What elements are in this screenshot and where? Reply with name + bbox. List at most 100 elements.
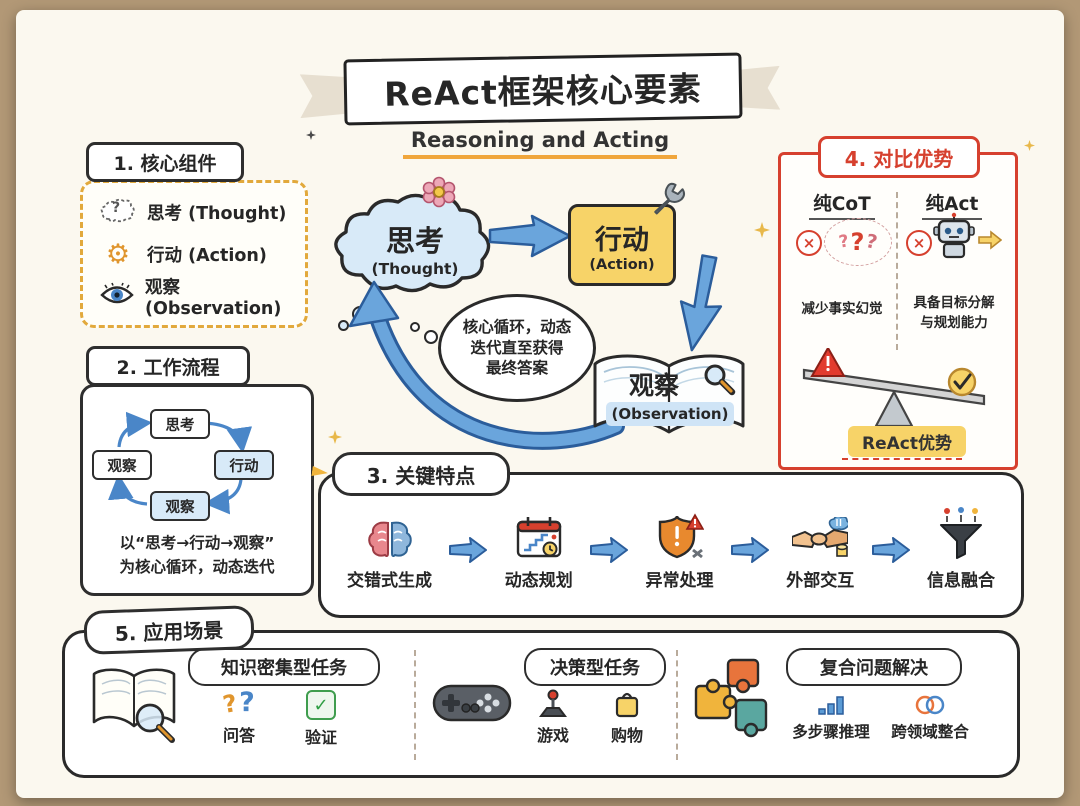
feature-exception: 异常处理: [646, 503, 714, 591]
decoration-star: [1024, 140, 1035, 151]
cycle-node-observe: 观察: [150, 491, 210, 521]
observation-node-label: 观察: [628, 371, 679, 400]
scenarios-divider: [676, 650, 678, 760]
section3-heading-text: 3. 关键特点: [366, 463, 476, 488]
section4-heading-text: 4. 对比优势: [844, 146, 954, 171]
qa-glyph: ?: [239, 687, 255, 718]
question-marks-icon: ? ? ?: [824, 218, 892, 266]
page-title: ReAct框架核心要素: [343, 52, 743, 126]
thought-node-label: 思考: [385, 224, 444, 258]
workflow-caption-line2: 为核心循环，动态迭代: [119, 558, 275, 577]
feature-label: 外部交互: [786, 571, 855, 591]
cycle-node-observe2-label: 观察: [107, 458, 137, 475]
section2-heading-text: 2. 工作流程: [116, 356, 220, 379]
feature-planning: 动态规划: [505, 503, 573, 591]
qa-glyph: ?: [220, 689, 240, 719]
scenario-item-label: 验证: [304, 728, 337, 747]
overlap-circles-icon: [915, 695, 945, 715]
question-marks-icon: ? ?: [220, 687, 255, 719]
act-title-text: 纯Act: [921, 190, 983, 220]
feature-label: 信息融合: [927, 571, 995, 591]
thought-cloud-shape: [334, 193, 491, 293]
small-arrow-right-icon: [978, 230, 1002, 250]
cycle-node-observe-label: 观察: [165, 499, 195, 516]
handshake-icon: [792, 517, 849, 557]
check-circle-icon: [947, 367, 977, 397]
bubble-tail: [410, 322, 420, 332]
scenario-item-label: 游戏: [536, 726, 569, 745]
feature-arrow-icon: [730, 537, 769, 563]
component-thought: ? 思考 (Thought): [87, 191, 301, 233]
steps-icon: [818, 696, 844, 715]
section5-heading-text: 5. 应用场景: [114, 617, 224, 646]
check-icon: ✓: [306, 690, 336, 720]
components-panel: ? 思考 (Thought) ⚙ 行动 (Action) 观察 (Observa…: [80, 180, 308, 328]
scenario-group2-title: 决策型任务: [524, 648, 666, 686]
robot-icon: [933, 212, 975, 259]
thought-cloud-icon: ?: [99, 198, 137, 226]
cot-note: 减少事实幻觉: [801, 301, 883, 317]
cycle-node-observe2: 观察: [92, 450, 152, 480]
comparison-divider: [896, 192, 898, 350]
act-column-title: 纯Act: [902, 190, 1002, 220]
loop-note-line2: 迭代直至获得: [470, 338, 564, 357]
scenarios-divider: [414, 650, 416, 760]
qmark-glyph: ?: [850, 228, 865, 256]
arrow-thought-to-action-icon: [488, 214, 572, 258]
thought-node: 思考 (Thought): [348, 218, 482, 278]
react-advantage-badge: ReAct优势: [848, 426, 966, 457]
check-glyph: ✓: [313, 694, 329, 716]
section5-heading: 5. 应用场景: [83, 605, 255, 655]
feature-label: 动态规划: [504, 571, 573, 591]
cycle-node-thought: 思考: [150, 409, 210, 439]
calendar-icon: [516, 517, 561, 558]
action-node-label: 行动: [595, 224, 649, 256]
decoration-star: [306, 130, 316, 140]
cloud-trail-bubble: [338, 320, 349, 331]
action-node-sub: (Action): [589, 256, 655, 273]
feature-external: 外部交互: [786, 503, 854, 591]
workflow-panel: 思考 行动 观察 观察 以“思考→行动→观察” 为核心循环，动态迭代: [80, 384, 314, 596]
thought-node-sub: (Thought): [371, 260, 459, 278]
scenario-item-multistep: 多步骤推理: [786, 694, 876, 742]
scenario-item-label: 问答: [222, 726, 255, 745]
feature-fusion: 信息融合: [927, 503, 995, 591]
cycle-node-thought-label: 思考: [165, 417, 195, 434]
loop-note-bubble: 核心循环，动态 迭代直至获得 最终答案: [438, 294, 596, 402]
loop-note-line1: 核心循环，动态: [462, 317, 572, 336]
bubble-tail: [424, 330, 438, 344]
magnifier-icon: [704, 364, 736, 396]
question-glyph: ?: [112, 200, 121, 216]
scenario-group1-title-text: 知识密集型任务: [221, 658, 347, 679]
act-note: 具备目标分解 与规划能力: [898, 294, 1010, 333]
features-panel: 交错式生成 动态规划: [318, 472, 1024, 618]
scenario-item-game: 游戏: [524, 688, 582, 746]
workflow-caption-line1: 以“思考→行动→观察”: [119, 534, 275, 552]
brain-icon: [367, 521, 412, 558]
scenario-group2-title-text: 决策型任务: [550, 658, 640, 679]
qmark-glyph: ?: [864, 230, 880, 254]
scenario-group3-title: 复合问题解决: [786, 648, 962, 686]
scenario-item-label: 购物: [610, 726, 643, 745]
section2-heading: 2. 工作流程: [86, 346, 250, 386]
badge-underline: [842, 458, 962, 460]
cross-icon: ×: [906, 230, 932, 256]
observation-node-sub: (Observation): [606, 402, 734, 426]
component-observation-label: 观察 (Observation): [145, 277, 282, 319]
scenario-item-label: 多步骤推理: [792, 723, 870, 741]
joystick-icon: [539, 689, 567, 717]
cycle-node-action-label: 行动: [229, 458, 259, 475]
feature-arrow-icon: [590, 537, 629, 563]
observe-eye-icon: [99, 282, 135, 310]
subtitle-row: Reasoning and Acting: [0, 128, 1080, 159]
scenario-item-crossdomain: 跨领域整合: [884, 694, 976, 742]
act-note-line1: 具备目标分解: [913, 295, 995, 311]
feature-interleaved: 交错式生成: [347, 503, 432, 591]
wrench-icon: [654, 182, 686, 215]
flower-doodle-icon: [422, 176, 456, 208]
page-title-text: ReAct框架核心要素: [383, 69, 703, 114]
scenario-item-label: 跨领域整合: [891, 723, 969, 741]
section3-heading: 3. 关键特点: [332, 452, 510, 496]
loop-note-line3: 最终答案: [485, 359, 548, 378]
